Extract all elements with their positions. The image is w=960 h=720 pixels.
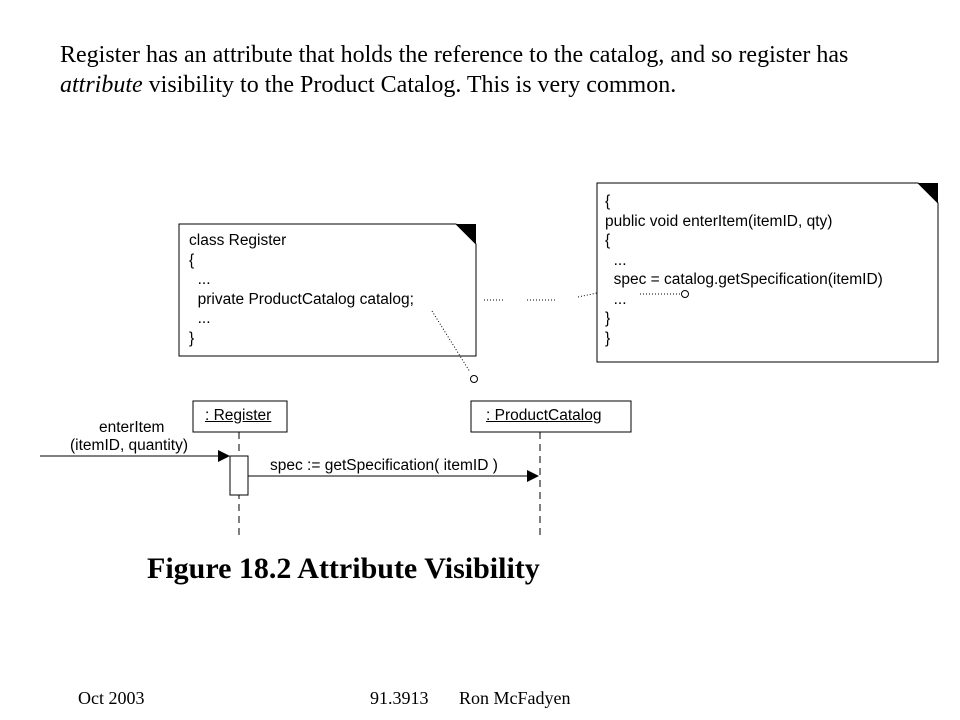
register-activation xyxy=(229,455,249,496)
figure-caption: Figure 18.2 Attribute Visibility xyxy=(147,552,540,585)
note-right-code-line: public void enterItem(itemID, qty) xyxy=(605,212,833,230)
note-left-anchor xyxy=(470,375,478,383)
enter-item-message-label: enterItem xyxy=(99,419,165,436)
enter-item-arrowhead xyxy=(218,450,230,462)
intro-emphasis: attribute xyxy=(60,72,143,98)
get-spec-arrowhead xyxy=(527,470,539,482)
enter-item-message-args: (itemID, quantity) xyxy=(70,437,189,454)
register-lifeline-box xyxy=(192,400,288,433)
note-left-code-line: { xyxy=(189,251,195,269)
footer-author: Ron McFadyen xyxy=(459,688,571,708)
get-spec-message-label: spec := getSpecification( itemID ) xyxy=(270,457,498,474)
note-right-code-line: { xyxy=(605,193,611,210)
note-left-shape xyxy=(178,223,477,357)
note-left-code-line: private ProductCatalog catalog; xyxy=(189,290,414,308)
note-right-code: { public void enterItem(itemID, qty) { ...… xyxy=(605,192,935,348)
note-left-code-line: ... xyxy=(189,271,211,288)
note-right-code-line: } xyxy=(605,329,611,347)
note-right-code-line: spec = catalog.getSpecification(itemID) xyxy=(605,271,883,288)
note-right-code-line: ... xyxy=(605,290,627,308)
note-right-code-line: } xyxy=(605,310,611,327)
note-right-shape xyxy=(596,182,939,363)
note-right-anchor xyxy=(681,290,689,298)
note-right-code-line: { xyxy=(605,232,611,249)
note-left-code-line: ... xyxy=(189,310,211,327)
note-left-code-line: class Register xyxy=(189,232,287,249)
catalog-lifeline-label: : ProductCatalog xyxy=(486,407,602,424)
note-left-code: class Register { ... private ProductCatal… xyxy=(189,231,414,348)
intro-text-part2: visibility to the Product Catalog. This … xyxy=(142,72,677,98)
intro-text-part1: Register has an attribute that holds the… xyxy=(60,42,849,68)
note-link-right-segment xyxy=(577,292,598,298)
catalog-lifeline-box xyxy=(470,400,632,433)
register-lifeline-label: : Register xyxy=(205,407,272,424)
intro-paragraph: Register has an attribute that holds the… xyxy=(60,40,930,100)
footer-course: 91.3913 xyxy=(370,688,429,708)
note-right-code-line: ... xyxy=(605,251,627,269)
footer-date: Oct 2003 xyxy=(78,688,145,708)
note-left-code-line: } xyxy=(189,329,195,347)
